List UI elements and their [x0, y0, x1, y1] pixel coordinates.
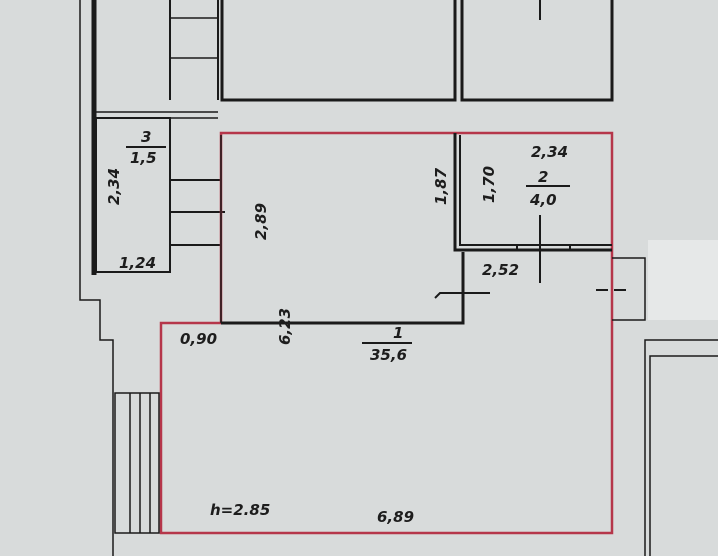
- room-3-area: 1,5: [130, 149, 157, 167]
- dim-room1-width: 6,89: [377, 508, 414, 526]
- dim-room3-width: 1,24: [119, 254, 156, 272]
- upper-rooms: [220, 0, 614, 102]
- room-3-number: 3: [141, 128, 151, 146]
- dim-room2-bottom: 2,52: [482, 261, 519, 279]
- room-1-area: 35,6: [370, 346, 407, 364]
- upper-stairs: [96, 0, 219, 119]
- room-1-number: 1: [393, 324, 403, 342]
- room-2-area: 4,0: [529, 191, 557, 209]
- dim-room3-length: 2,34: [105, 168, 123, 205]
- room-2: [453, 133, 612, 283]
- dim-room2-inner: 1,70: [480, 166, 498, 203]
- dim-room2-outer: 1,87: [432, 167, 450, 205]
- dim-room1-step: 0,90: [180, 330, 217, 348]
- interior-wall: [221, 252, 465, 325]
- lower-stairs: [114, 392, 160, 534]
- ceiling-height: h=2.85: [210, 501, 270, 519]
- room-3: [95, 117, 225, 273]
- room-2-number: 2: [538, 168, 548, 186]
- dim-room1-upper-side: 2,89: [252, 203, 270, 240]
- dim-room2-width: 2,34: [531, 143, 568, 161]
- dim-room1-depth: 6,23: [276, 308, 294, 345]
- right-side-walls: [596, 240, 718, 556]
- left-outer-wall: [79, 0, 114, 556]
